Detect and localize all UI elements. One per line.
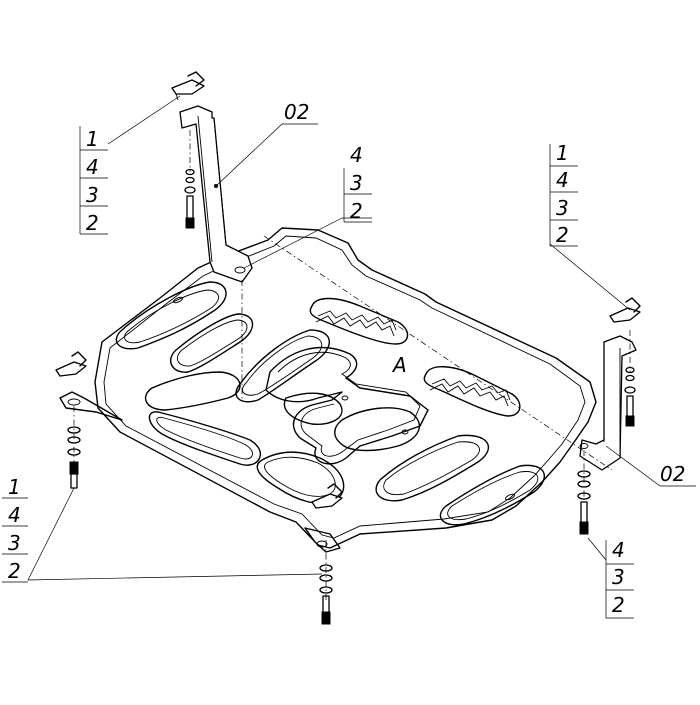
bracket-right — [579, 297, 641, 471]
clip-nut-bottom — [311, 483, 343, 509]
callout-stack-2: 4 3 2 — [343, 143, 372, 223]
callout-5-item-3: 2 — [612, 593, 625, 617]
callout-1-item-2: 4 — [86, 155, 99, 179]
plate-tab-left — [59, 391, 123, 421]
fastener-bottom — [311, 483, 343, 625]
callout-2-item-1: 4 — [350, 143, 363, 167]
callout-4-item-1: 1 — [8, 475, 21, 499]
callout-1-item-4: 2 — [86, 211, 99, 235]
callout-stack-4: 1 4 3 2 — [2, 475, 28, 583]
callout-3-item-4: 2 — [556, 223, 569, 247]
callout-stack-1: 1 4 3 2 — [79, 126, 108, 235]
bracket-right-label: 02 — [660, 462, 685, 486]
callout-2-item-2: 3 — [350, 171, 363, 195]
callout-5-item-2: 3 — [612, 565, 625, 589]
bracket-left — [171, 71, 253, 283]
callout-1-item-3: 3 — [86, 183, 99, 207]
leader-lines — [27, 95, 696, 581]
mount-holes — [172, 296, 516, 501]
fastener-right — [577, 470, 591, 535]
callout-3-item-2: 4 — [556, 168, 569, 192]
callout-4-item-2: 4 — [8, 503, 21, 527]
callout-3-item-3: 3 — [556, 196, 569, 220]
callout-5-item-1: 4 — [612, 538, 625, 562]
bolt-stack-left-bracket — [184, 168, 196, 229]
bolt-stack-right-bracket — [624, 366, 636, 427]
callout-4-item-3: 3 — [8, 531, 21, 555]
plate-tab-bottom — [304, 527, 341, 553]
clip-nut-right — [609, 297, 641, 323]
fastener-left — [55, 351, 87, 489]
assembly-axes — [73, 130, 631, 600]
callout-stack-3: 1 4 3 2 — [549, 141, 578, 247]
callout-4-item-4: 2 — [8, 559, 21, 583]
bracket-left-label: 02 — [284, 100, 309, 124]
callout-3-item-1: 1 — [556, 141, 569, 165]
callout-2-item-3: 2 — [350, 199, 363, 223]
clip-nut-top — [171, 71, 205, 101]
vent-louvers-lower — [423, 366, 521, 417]
clip-nut-left — [55, 351, 87, 377]
callout-stack-5: 4 3 2 — [605, 538, 634, 619]
vent-louvers-upper — [309, 297, 409, 345]
callout-1-item-1: 1 — [86, 127, 99, 151]
plate-mark: A — [391, 353, 407, 377]
